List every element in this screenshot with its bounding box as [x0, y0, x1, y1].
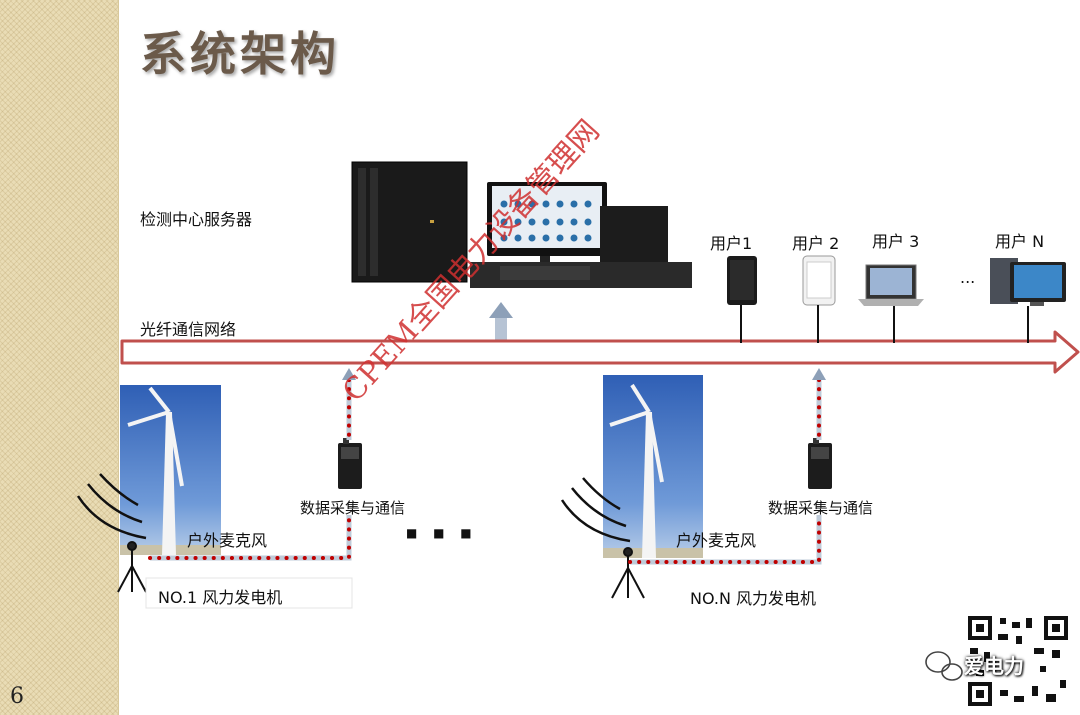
microphone-tripod-icon: [611, 547, 645, 599]
data-acquisition-device-icon: [338, 438, 362, 489]
network-label: 光纤通信网络: [140, 320, 237, 339]
server-label: 检测中心服务器: [140, 210, 253, 229]
user-3-label: 用户 3: [872, 232, 920, 251]
data-acquisition-device-icon: [808, 438, 832, 489]
user-n-label: 用户 N: [995, 232, 1045, 251]
acquisition-label-1: 数据采集与通信: [300, 499, 406, 517]
wind-turbine-icon: [120, 385, 221, 555]
dotted-uplink-n: [812, 368, 826, 442]
page-title: 系统架构: [140, 27, 340, 81]
desktop-pc-icon: [990, 258, 1066, 343]
network-bus-arrow: [120, 330, 1080, 374]
microphone-label-1: 户外麦克风: [187, 531, 268, 550]
sidebar-decoration: [0, 0, 119, 715]
qr-code-icon: [964, 612, 1072, 710]
user-1-label: 用户1: [710, 234, 753, 253]
logo-text: 爱电力: [964, 654, 1024, 678]
page-number: 6: [10, 684, 24, 709]
server-uplink-arrow: [489, 302, 513, 340]
dotted-mic-link-n: [628, 513, 822, 565]
phone-icon: [727, 256, 757, 343]
users-ellipsis: ...: [960, 268, 976, 287]
laptop-icon: [858, 264, 924, 343]
user-2-label: 用户 2: [792, 234, 840, 253]
turbine-1-label: NO.1 风力发电机: [158, 588, 283, 607]
microphone-tripod-icon: [117, 541, 147, 593]
microphone-label-n: 户外麦克风: [676, 531, 757, 550]
dotted-uplink-1: [342, 368, 356, 442]
acquisition-label-n: 数据采集与通信: [768, 499, 874, 517]
wind-turbine-icon: [603, 375, 703, 558]
wechat-icon: [925, 651, 963, 681]
sound-wave-icon: [76, 473, 147, 540]
turbine-ellipsis: ■ ■ ■: [406, 526, 478, 540]
sound-wave-icon: [560, 477, 631, 543]
turbine-n-label: NO.N 风力发电机: [690, 589, 817, 608]
dotted-mic-link-1: [148, 513, 352, 561]
server-screen-tiles: [500, 200, 592, 242]
turbine-label-box: [145, 577, 353, 609]
phone-icon: [802, 255, 836, 343]
